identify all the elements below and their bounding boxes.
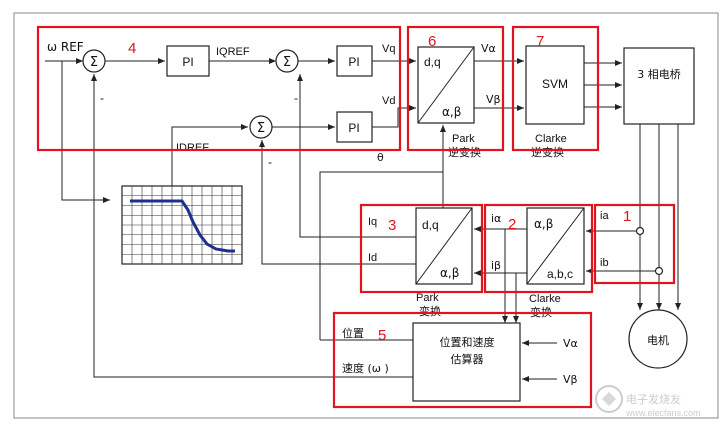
i-beta-label: iβ — [491, 259, 501, 272]
sensor-ib — [654, 266, 664, 276]
svg-text:位置和速度: 位置和速度 — [440, 335, 495, 349]
svg-text:Σ: Σ — [90, 55, 98, 70]
elecfans-watermark: 电子发烧友 www.elecfans.com — [595, 385, 701, 418]
field-weakening-chart — [121, 185, 243, 265]
region-4-num: 4 — [128, 40, 136, 57]
park-block: d,q α,β — [415, 207, 473, 285]
omega-ref-label: ω REF — [47, 40, 84, 54]
inverse-park-block: d,q α,β — [417, 46, 475, 124]
sum-iq: Σ — [275, 49, 299, 73]
clarke-caption: Clarke — [529, 293, 561, 305]
pi-speed: PI — [166, 45, 210, 77]
i-alpha-label: iα — [491, 212, 501, 225]
iq-label: Iq — [368, 216, 377, 228]
ia-label: ia — [600, 210, 609, 222]
svg-text:Σ: Σ — [257, 121, 265, 136]
park-caption: Park — [416, 292, 439, 304]
region-7-box — [511, 25, 600, 152]
region-6-num: 6 — [428, 33, 436, 50]
idref-label: IDREF — [176, 142, 209, 154]
sensor-ia — [635, 226, 645, 236]
speed-label: 速度 (ω ) — [342, 361, 389, 375]
v-alpha-label: Vα — [481, 42, 496, 55]
vq-label: Vq — [382, 43, 395, 55]
svg-text:3 相电桥: 3 相电桥 — [637, 68, 681, 81]
minus-id: - — [268, 155, 272, 169]
pi-id: PI — [336, 111, 373, 143]
svg-text:α,β: α,β — [534, 217, 553, 231]
sum-speed: Σ — [82, 49, 106, 73]
field-weakening-curve — [130, 199, 235, 253]
svm-block: SVM — [525, 45, 585, 125]
sum-id: Σ — [249, 115, 273, 139]
park-caption-cn: 变换 — [419, 304, 441, 318]
svg-text:a,b,c: a,b,c — [547, 267, 573, 281]
inv-park-caption-cn: 逆变换 — [448, 145, 481, 159]
three-phase-bridge: 3 相电桥 — [623, 47, 695, 125]
watermark-url: www.elecfans.com — [625, 408, 701, 418]
id-label: Id — [368, 252, 377, 264]
region-3-box — [359, 203, 484, 294]
svg-text:Σ: Σ — [283, 55, 291, 70]
region-4-box — [36, 25, 402, 152]
vd-label: Vd — [382, 95, 395, 107]
region-1-box — [593, 203, 676, 285]
inv-park-caption: Park — [452, 133, 475, 145]
region-2-box — [483, 203, 594, 294]
svg-text:PI: PI — [348, 121, 359, 135]
svg-text:d,q: d,q — [424, 55, 441, 69]
est-v-alpha-label: Vα — [563, 337, 578, 350]
svg-text:SVM: SVM — [542, 77, 568, 91]
svg-text:d,q: d,q — [422, 218, 439, 232]
svg-text:α,β: α,β — [440, 266, 459, 280]
motor: 电机 — [628, 309, 688, 369]
region-5-box — [332, 311, 593, 409]
svg-text:电机: 电机 — [647, 333, 669, 347]
theta-label: θ — [377, 151, 384, 164]
outer-frame — [13, 12, 719, 419]
region-5-num: 5 — [378, 327, 386, 344]
minus-speed: - — [100, 91, 104, 105]
region-3-num: 3 — [388, 217, 396, 234]
svg-text:PI: PI — [182, 55, 193, 69]
region-6-box — [406, 25, 505, 152]
svg-text:PI: PI — [348, 55, 359, 69]
v-beta-label: Vβ — [486, 93, 501, 106]
region-2-num: 2 — [508, 216, 516, 233]
position-speed-estimator: 位置和速度 估算器 — [412, 322, 521, 402]
svm-caption: Clarke — [535, 133, 567, 145]
svm-caption-cn: 逆变换 — [531, 145, 564, 159]
position-label: 位置 — [342, 326, 364, 340]
watermark-text: 电子发烧友 — [626, 392, 681, 406]
svg-text:α,β: α,β — [442, 105, 461, 119]
region-7-num: 7 — [536, 33, 544, 50]
ib-label: ib — [600, 257, 609, 269]
pi-iq: PI — [336, 45, 373, 77]
minus-iq: - — [294, 91, 298, 105]
clarke-block: α,β a,b,c — [526, 207, 585, 285]
iqref-label: IQREF — [216, 46, 250, 58]
svg-text:估算器: 估算器 — [451, 352, 484, 366]
est-v-beta-label: Vβ — [563, 373, 578, 386]
region-1-num: 1 — [623, 208, 631, 225]
